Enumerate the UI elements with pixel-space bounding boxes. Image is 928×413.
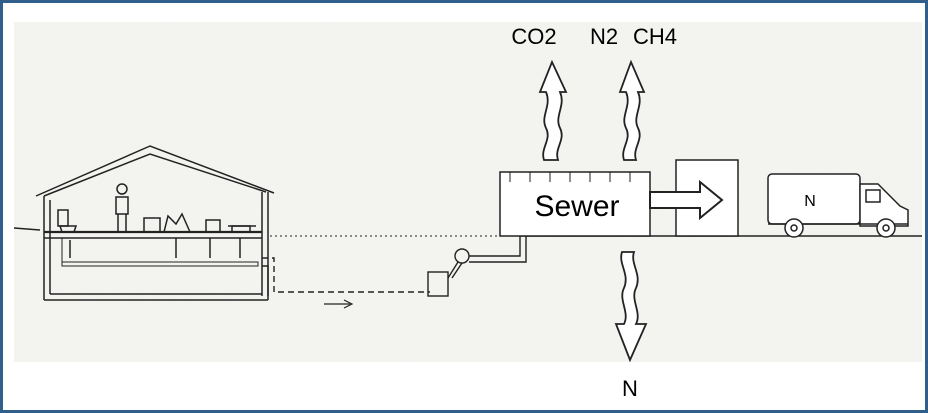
house <box>35 145 275 301</box>
co2-label: CO2 <box>511 24 556 49</box>
transfer-arrow <box>649 179 724 221</box>
co2-emission-arrow <box>538 59 568 161</box>
truck-nitrogen-label: N <box>804 193 816 210</box>
sewer-treatment-box <box>499 171 651 237</box>
pump <box>427 236 527 297</box>
leached-nitrogen-label: N <box>622 376 638 401</box>
sewer-label: Sewer <box>534 190 619 223</box>
ch4-label: CH4 <box>633 24 677 49</box>
collection-truck <box>767 173 909 238</box>
flow-direction-arrow <box>324 299 354 309</box>
ch4-emission-arrow <box>618 59 646 161</box>
nitrogen-leaching-arrow <box>614 251 648 363</box>
dashed-drain-pipe <box>262 257 430 296</box>
n2-label: N2 <box>590 24 618 49</box>
